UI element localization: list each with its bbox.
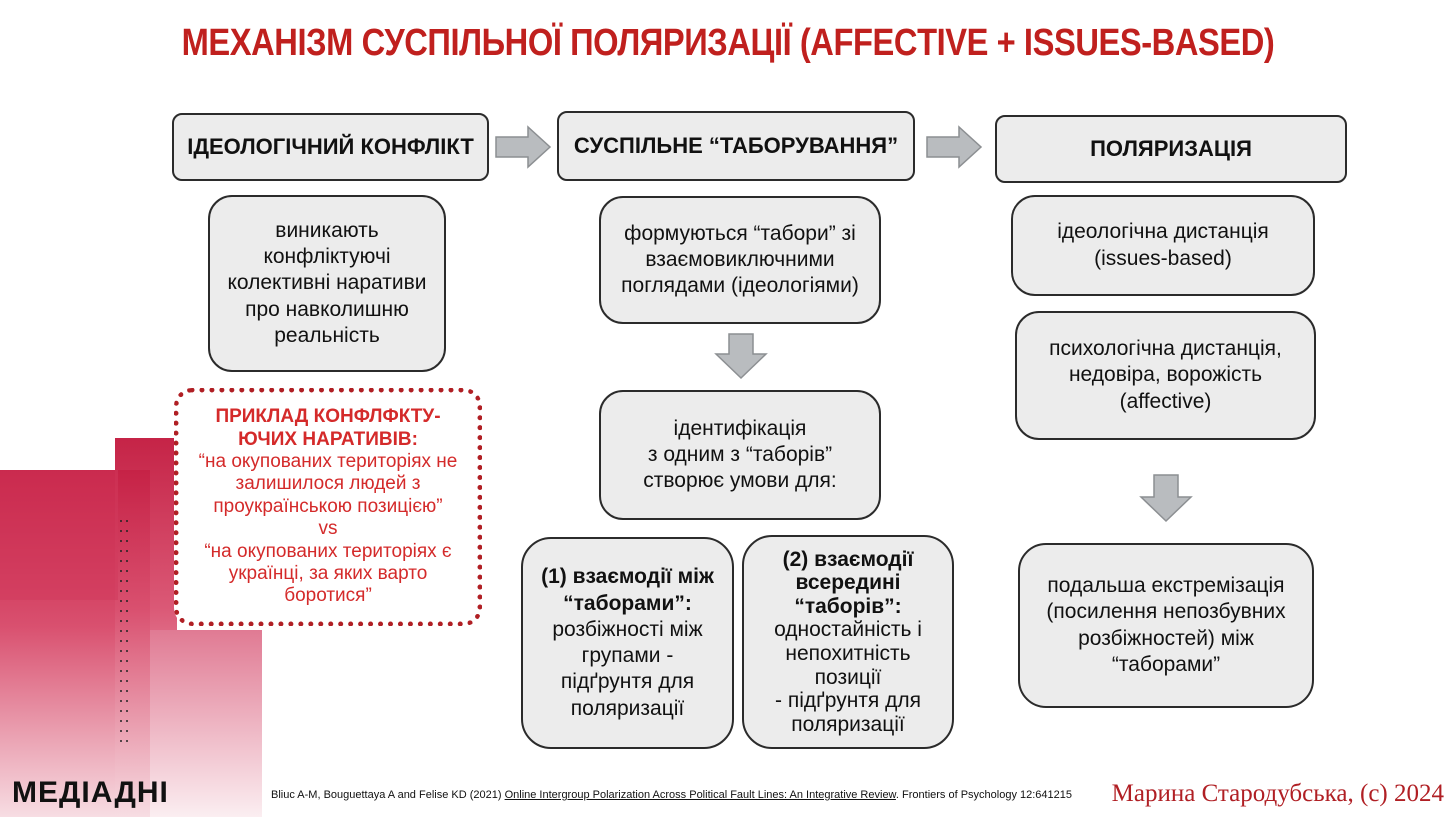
example-body-line: “на окупованих територіях є xyxy=(204,540,452,562)
citation-suffix: . Frontiers of Psychology 12:641215 xyxy=(895,789,1073,801)
header-social-camps: СУСПІЛЬНЕ “ТАБОРУВАННЯ” xyxy=(557,111,915,181)
extremization-line: подальша екстремізація xyxy=(1047,574,1285,597)
page-title: МЕХАНІЗМ СУСПІЛЬНОЇ ПОЛЯРИЗАЦІЇ (AFFECTI… xyxy=(181,22,1275,64)
example-body-line: проукраїнською позицією” xyxy=(213,495,443,517)
ideological-distance-line: (issues-based) xyxy=(1094,246,1232,270)
decorative-gradient-graphic xyxy=(0,438,262,817)
example-body-line: боротися” xyxy=(284,585,372,607)
psychological-distance-line: (affective) xyxy=(1119,389,1212,413)
psychological-distance-line: психологічна дистанція, xyxy=(1049,337,1282,361)
within-camps-heading: (2) взаємодії xyxy=(782,547,914,571)
narratives-line: конфліктуючі xyxy=(263,245,391,269)
within-camps-heading: “таборів”: xyxy=(794,594,902,618)
within-camps-heading: всередині xyxy=(795,571,901,595)
psychological-distance-line: недовіра, ворожість xyxy=(1068,363,1263,387)
identification-line: ідентифікація xyxy=(673,416,807,440)
arrow-down-icon xyxy=(714,333,768,380)
within-camps-box: (2) взаємодії всередині “таборів”: однос… xyxy=(742,535,954,749)
extremization-line: (посилення непозбувних xyxy=(1046,600,1286,624)
citation-prefix: Bliuc A-M, Bouguettaya A and Felise KD (… xyxy=(271,789,505,801)
identification-line: створює умови для: xyxy=(643,469,837,493)
example-body-line: vs xyxy=(318,518,338,540)
author-credit: Марина Стародубська, (с) 2024 xyxy=(1111,780,1444,807)
example-body-line: “на окупованих територіях не xyxy=(198,450,458,472)
between-camps-line: підґрунтя для xyxy=(560,670,695,694)
arrow-right-icon xyxy=(926,125,983,169)
header-polarization-label: ПОЛЯРИЗАЦІЯ xyxy=(1090,136,1252,162)
arrow-down-icon xyxy=(1139,474,1193,523)
identification-line: з одним з “таборів” xyxy=(647,442,833,466)
header-social-camps-label: СУСПІЛЬНЕ “ТАБОРУВАННЯ” xyxy=(573,133,899,159)
within-camps-line: одностайність і xyxy=(774,618,922,642)
example-title-line: ПРИКЛАД КОНФЛФКТУ- xyxy=(215,406,441,428)
camps-forming-line: взаємовиключними xyxy=(645,247,835,271)
arrow-right-icon xyxy=(495,125,552,169)
header-ideological-conflict: ІДЕОЛОГІЧНИЙ КОНФЛІКТ xyxy=(172,113,489,181)
psychological-distance-box: психологічна дистанція, недовіра, ворожі… xyxy=(1015,311,1316,440)
extremization-box: подальша екстремізація (посилення непозб… xyxy=(1018,543,1314,708)
camps-forming-line: формуються “табори” зі xyxy=(624,221,856,245)
header-ideological-conflict-label: ІДЕОЛОГІЧНИЙ КОНФЛІКТ xyxy=(187,134,474,160)
narratives-example-box: ПРИКЛАД КОНФЛФКТУ- ЮЧИХ НАРАТИВІВ: “на о… xyxy=(174,388,482,626)
extremization-line: “таборами” xyxy=(1111,652,1221,676)
between-camps-box: (1) взаємодії між “таборами”: розбіжност… xyxy=(521,537,734,749)
header-polarization: ПОЛЯРИЗАЦІЯ xyxy=(995,115,1347,183)
mediadni-logo: МЕДІАДНІ xyxy=(12,776,169,809)
within-camps-line: непохитність позиції xyxy=(785,642,911,689)
between-camps-heading: “таборами”: xyxy=(563,591,692,615)
within-camps-line: поляризації xyxy=(791,712,905,736)
identification-box: ідентифікація з одним з “таборів” створю… xyxy=(599,390,881,520)
example-title-line: ЮЧИХ НАРАТИВІВ: xyxy=(238,428,418,450)
narratives-line: про навколишню xyxy=(245,297,409,321)
narratives-line: колективні наративи xyxy=(227,271,427,295)
ideological-distance-line: ідеологічна дистанція xyxy=(1057,220,1269,244)
citation: Bliuc A-M, Bouguettaya A and Felise KD (… xyxy=(271,789,1072,801)
narratives-line: виникають xyxy=(275,218,379,242)
camps-forming-box: формуються “табори” зі взаємовиключними … xyxy=(599,196,881,324)
example-body-line: українці, за яких варто xyxy=(228,563,428,585)
between-camps-line: поляризації xyxy=(570,696,685,720)
between-camps-heading: (1) взаємодії між xyxy=(541,565,714,589)
narratives-box: виникають конфліктуючі колективні нарати… xyxy=(208,195,446,372)
extremization-line: розбіжностей) між xyxy=(1078,626,1254,650)
narratives-line: реальність xyxy=(274,323,380,347)
camps-forming-line: поглядами (ідеологіями) xyxy=(621,274,859,298)
example-body-line: залишилося людей з xyxy=(235,473,421,495)
ideological-distance-box: ідеологічна дистанція (issues-based) xyxy=(1011,195,1315,296)
within-camps-line: - підґрунтя для xyxy=(775,689,921,713)
between-camps-line: групами - xyxy=(581,644,674,667)
citation-link[interactable]: Online Intergroup Polarization Across Po… xyxy=(504,789,896,801)
between-camps-line: розбіжності між xyxy=(552,617,703,641)
